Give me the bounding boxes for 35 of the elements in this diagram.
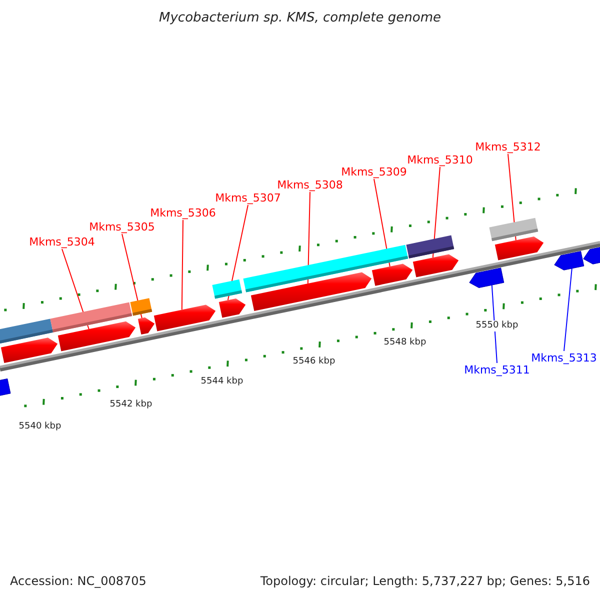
gene-label: Mkms_5306: [150, 208, 216, 218]
gene-label: Mkms_5307: [215, 192, 281, 204]
gene-glyph: [469, 268, 504, 288]
gene-glyph: [138, 317, 155, 334]
gene-label: Mkms_5313: [531, 352, 597, 364]
gene-glyph: [554, 251, 584, 270]
gene-label: Mkms_5309: [341, 166, 407, 178]
gene-label: Mkms_5311: [464, 364, 530, 376]
leader-line: [491, 284, 498, 364]
gene-label: Mkms_5304: [29, 236, 95, 248]
axis-tick-label: 5548 kbp: [382, 338, 428, 348]
gene-glyph: [412, 254, 459, 278]
gene-label: Mkms_5305: [89, 222, 155, 232]
leader-line: [122, 234, 142, 319]
gene-glyph: [372, 264, 413, 286]
accession-text: Accession: NC_008705: [9, 574, 148, 588]
gene-label: Mkms_5310: [407, 154, 473, 166]
genome-summary-text: Topology: circular; Length: 5,737,227 bp; Genes: 5,516: [259, 574, 591, 588]
gene-glyph: [0, 378, 11, 397]
axis-tick-label: 5542 kbp: [108, 400, 154, 410]
axis-tick-label: 5546 kbp: [292, 356, 336, 368]
gene-label: Mkms_5312: [475, 142, 541, 152]
gene-glyph: [250, 272, 372, 311]
leader-line: [564, 268, 572, 352]
gene-glyph: [218, 298, 246, 318]
gene-glyph: [494, 236, 544, 260]
gene-glyph: [583, 244, 600, 264]
axis-tick-label: 5544 kbp: [200, 376, 244, 388]
gene-label: Mkms_5308: [277, 180, 343, 190]
gene-glyph: [0, 338, 58, 363]
gene-glyph: [58, 321, 136, 352]
leader-line: [181, 220, 184, 310]
axis-tick-label: 5550 kbp: [474, 320, 520, 332]
axis-tick-label: 5540 kbp: [18, 422, 62, 432]
diagram-title: Mycobacterium sp. KMS, complete genome: [159, 12, 441, 24]
